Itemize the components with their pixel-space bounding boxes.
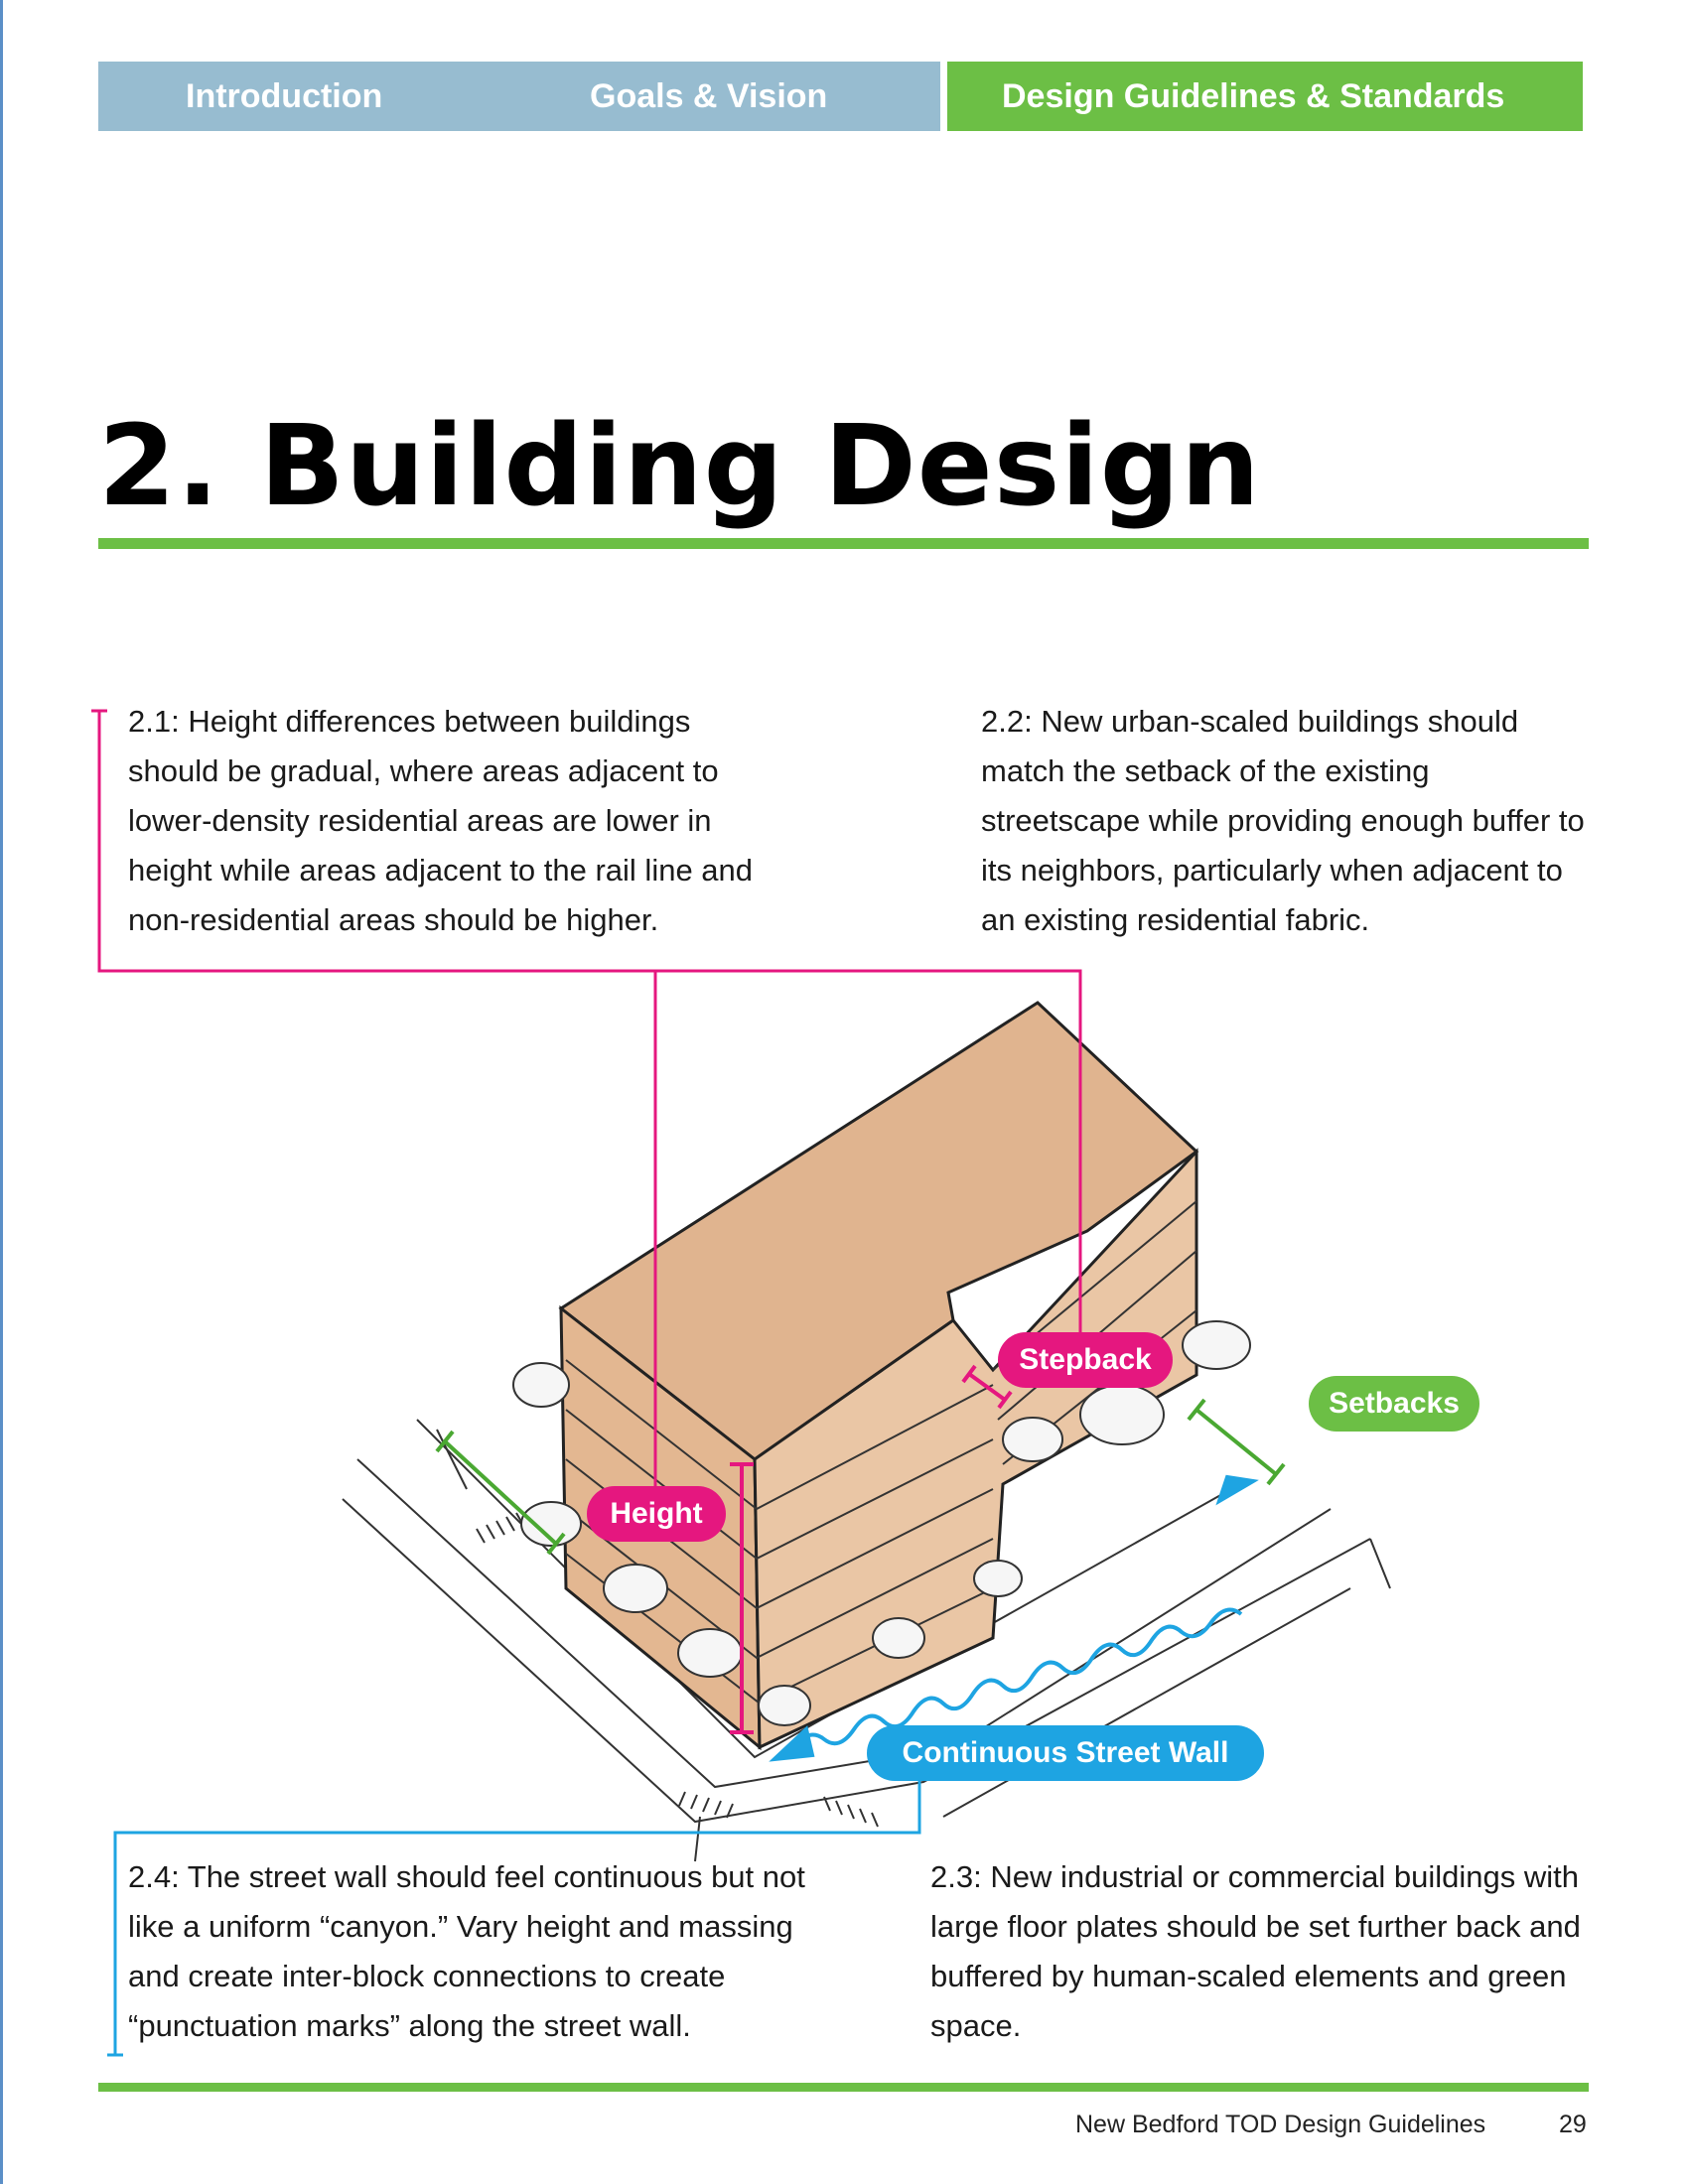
crosswalk-marks: [476, 1512, 879, 1828]
guideline-2-2: 2.2: New urban-scaled buildings should m…: [981, 704, 1585, 937]
setback-dimension-left: [435, 1430, 566, 1556]
stepback-dimension: [961, 1364, 1013, 1410]
street-wall-arrow: [769, 1474, 1259, 1762]
guideline-2-3: 2.3: New industrial or commercial buildi…: [930, 1859, 1581, 2043]
nav-bar-inactive: [98, 62, 940, 131]
guideline-2-4: 2.4: The street wall should feel continu…: [128, 1859, 805, 2043]
footer-rule: [98, 2083, 1589, 2092]
guideline-2-1: 2.1: Height differences between building…: [128, 704, 754, 937]
footer-document-title: New Bedford TOD Design Guidelines: [1075, 2111, 1486, 2138]
setback-dimension-right: [1187, 1398, 1286, 1486]
page-edge-line: [0, 0, 3, 2184]
callout-setbacks: Setbacks: [1309, 1376, 1479, 1432]
street-trees: [512, 1320, 1251, 1726]
callout-stepback: Stepback: [998, 1332, 1173, 1388]
leader-line-2-1: [91, 709, 657, 1489]
leader-line-2-4: [107, 1779, 921, 2057]
callout-continuous-street-wall: Continuous Street Wall: [867, 1725, 1264, 1781]
building-right-facade: [753, 1148, 1198, 1750]
tab-introduction[interactable]: Introduction: [186, 77, 383, 115]
page-title: 2. Building Design: [98, 402, 1261, 531]
section-nav: Introduction Goals & Vision Design Guide…: [98, 62, 1583, 131]
callout-height: Height: [587, 1486, 726, 1542]
page-number: 29: [1559, 2111, 1587, 2138]
title-underline: [98, 538, 1589, 549]
tab-design-guidelines[interactable]: Design Guidelines & Standards: [1002, 77, 1505, 115]
height-dimension: [730, 1462, 754, 1734]
leader-line-2-2: [655, 969, 1082, 1335]
nav-bar-active: [947, 62, 1583, 131]
tab-goals-vision[interactable]: Goals & Vision: [590, 77, 828, 115]
